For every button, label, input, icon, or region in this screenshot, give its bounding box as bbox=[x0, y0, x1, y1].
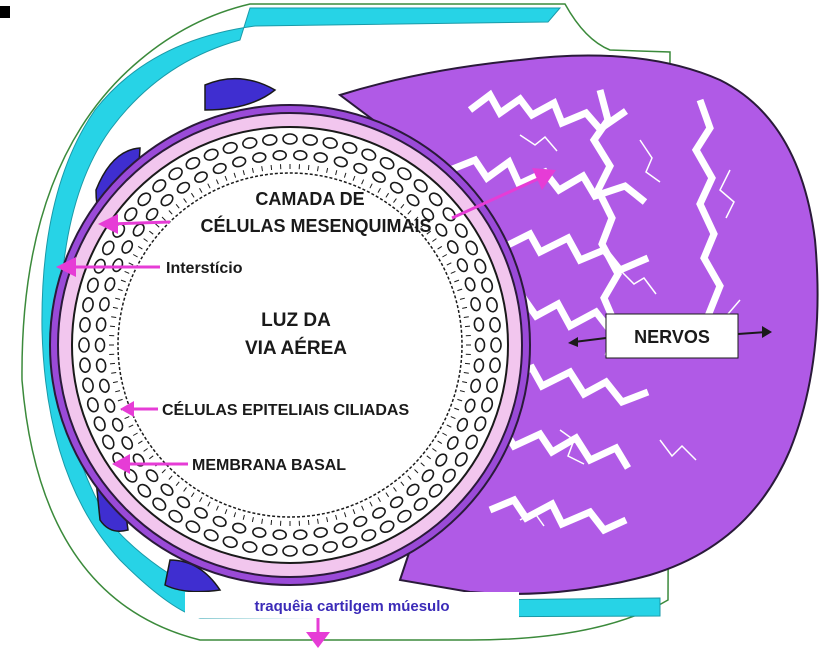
cilium bbox=[271, 165, 272, 170]
label-lumen-1: LUZ DA bbox=[261, 310, 331, 331]
epithelial-cell bbox=[79, 358, 90, 373]
epithelial-cell bbox=[283, 134, 297, 144]
epithelial-cell bbox=[96, 359, 106, 373]
epithelial-cell bbox=[476, 339, 485, 352]
label-interstitium: Interstício bbox=[166, 260, 243, 277]
epithelial-cell bbox=[96, 318, 106, 332]
label-mesenchymal-1: CAMADA DE bbox=[255, 189, 364, 209]
epithelial-cell bbox=[283, 546, 297, 556]
epithelial-cell bbox=[262, 544, 277, 555]
label-ciliated-cells: CÉLULAS EPITELIAIS CILIADAS bbox=[162, 400, 409, 419]
label-basal-membrane: MEMBRANA BASAL bbox=[192, 457, 346, 474]
epithelial-cell bbox=[273, 530, 286, 540]
cilium bbox=[308, 165, 309, 170]
cilium bbox=[271, 520, 272, 525]
epithelial-cell bbox=[303, 134, 318, 145]
cilium bbox=[465, 363, 470, 364]
epithelial-cell bbox=[96, 339, 105, 352]
epithelial-cell bbox=[489, 358, 500, 373]
cilium bbox=[110, 363, 115, 364]
epithelial-cell bbox=[294, 150, 307, 160]
label-nerves: NERVOS bbox=[634, 327, 710, 347]
epithelial-cell bbox=[491, 338, 501, 352]
epithelial-cell bbox=[474, 318, 484, 332]
epithelial-cell bbox=[273, 150, 286, 160]
epithelial-cell bbox=[303, 544, 318, 555]
cilium bbox=[110, 326, 115, 327]
corner-marker bbox=[0, 6, 10, 18]
label-lumen-2: VIA AÉREA bbox=[245, 337, 347, 359]
epithelial-cell bbox=[79, 317, 90, 332]
label-mesenchymal-2: CÉLULAS MESENQUIMAIS bbox=[200, 215, 431, 236]
cilium bbox=[308, 520, 309, 525]
cilium bbox=[465, 326, 470, 327]
epithelial-cell bbox=[262, 134, 277, 145]
epithelial-cell bbox=[294, 530, 307, 540]
arrow-mesenchymal bbox=[110, 222, 170, 224]
label-trachea: traquêia cartilgem múesulo bbox=[254, 598, 449, 615]
epithelial-cell bbox=[489, 317, 500, 332]
epithelial-cell bbox=[79, 338, 89, 352]
epithelial-cell bbox=[474, 359, 484, 373]
